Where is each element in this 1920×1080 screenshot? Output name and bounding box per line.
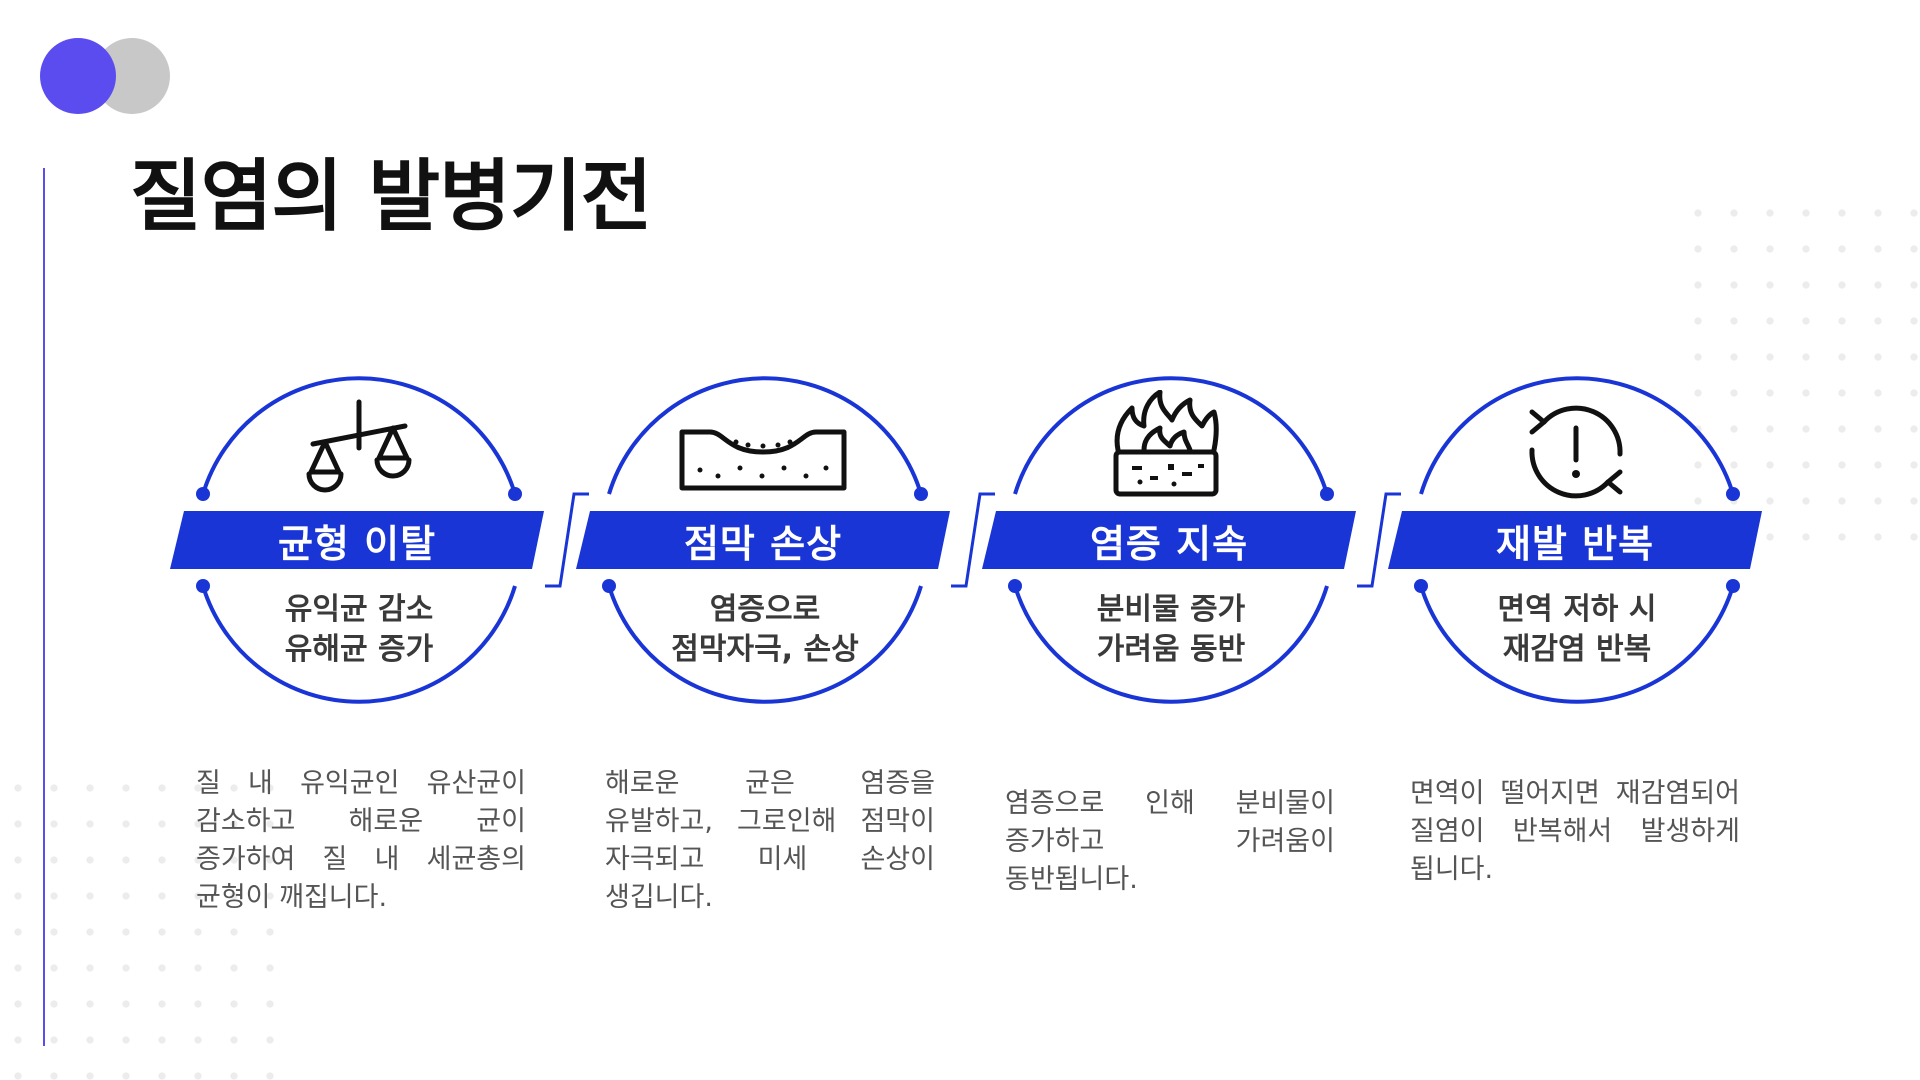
step-2-ribbon — [576, 511, 950, 569]
step-2-subtitle-line-2: 점막자극, 손상 — [671, 632, 859, 667]
step-2-circle-top-arc — [607, 376, 923, 495]
step-1-subtitle: 유익균 감소 유해균 증가 — [219, 590, 499, 670]
inflamed-tissue-icon — [1113, 390, 1219, 497]
recurrence-warning-icon — [1529, 405, 1623, 499]
step-1-circle-bottom-arc — [201, 585, 517, 704]
step-1-dot-top-right — [508, 487, 522, 501]
step-4-dot-bottom-right — [1726, 579, 1740, 593]
connector-2-3 — [951, 492, 995, 588]
step-1-label: 균형 이탈 — [277, 521, 437, 566]
step-1-ribbon — [170, 511, 544, 569]
left-accent-line — [43, 168, 45, 1046]
step-2-subtitle: 염증으로 점막자극, 손상 — [625, 590, 905, 670]
logo-circle-purple — [40, 38, 116, 114]
step-2-dot-bottom-left — [602, 579, 616, 593]
step-1-circle-top-arc — [201, 376, 517, 495]
step-4-circle-bottom-arc — [1419, 585, 1735, 704]
page-title: 질염의 발병기전 — [130, 152, 652, 242]
step-2-subtitle-line-1: 염증으로 — [709, 592, 821, 627]
step-2-label: 점막 손상 — [683, 521, 843, 566]
step-4-subtitle: 면역 저하 시 재감염 반복 — [1437, 590, 1717, 670]
step-4-description: 면역이 떨어지면 재감염되어 질염이 반복해서 발생하게 됩니다. — [1410, 778, 1740, 885]
step-4-ribbon — [1388, 511, 1762, 569]
step-1-subtitle-line-2: 유해균 증가 — [284, 632, 434, 667]
connector-3-4 — [1357, 492, 1401, 588]
step-4-dot-top-right — [1726, 487, 1740, 501]
connector-1-2 — [545, 492, 589, 588]
logo-circles — [40, 38, 170, 114]
step-2-circle-bottom-arc — [607, 585, 923, 704]
step-2-description: 해로운 균은 염증을 유발하고, 그로인해 점막이 자극되고 미세 손상이 생깁… — [605, 768, 935, 913]
step-4-label: 재발 반복 — [1495, 521, 1655, 566]
step-3-ribbon — [982, 511, 1356, 569]
step-3-subtitle-line-2: 가려움 동반 — [1096, 632, 1246, 667]
step-1-dot-top-left — [196, 487, 210, 501]
damaged-mucosa-icon — [679, 429, 847, 491]
step-1-dot-bottom-left — [196, 579, 210, 593]
step-3-dot-top-right — [1320, 487, 1334, 501]
step-3-circle-top-arc — [1013, 376, 1329, 495]
balance-scale-icon — [306, 399, 412, 493]
step-3-subtitle: 분비물 증가 가려움 동반 — [1031, 590, 1311, 670]
step-3-description: 염증으로 인해 분비물이 증가하고 가려움이 동반됩니다. — [1005, 788, 1335, 895]
step-3-dot-bottom-left — [1008, 579, 1022, 593]
decorative-dot-pattern-top-right — [1680, 195, 1920, 565]
step-3-label: 염증 지속 — [1089, 521, 1249, 566]
decorative-dot-pattern-bottom-left — [0, 770, 280, 1080]
step-1-subtitle-line-1: 유익균 감소 — [284, 592, 434, 627]
step-4-subtitle-line-2: 재감염 반복 — [1502, 632, 1652, 667]
step-2-dot-top-right — [914, 487, 928, 501]
step-1-description: 질 내 유익균인 유산균이 감소하고 해로운 균이 증가하여 질 내 세균총의 … — [196, 768, 526, 913]
step-4-dot-bottom-left — [1414, 579, 1428, 593]
step-4-subtitle-line-1: 면역 저하 시 — [1497, 592, 1657, 627]
step-3-subtitle-line-1: 분비물 증가 — [1096, 592, 1246, 627]
step-4-circle-top-arc — [1419, 376, 1735, 495]
step-3-circle-bottom-arc — [1013, 585, 1329, 704]
